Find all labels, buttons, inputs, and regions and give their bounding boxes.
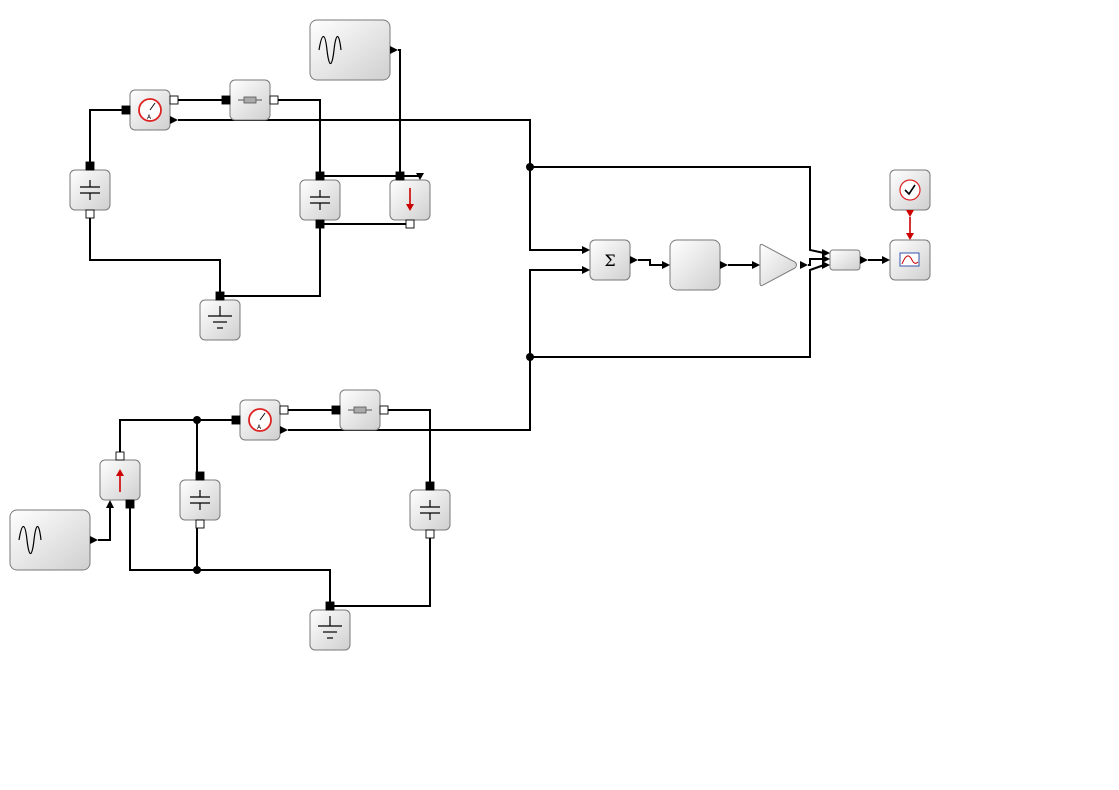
- sum-block[interactable]: Σ: [582, 239, 638, 281]
- capacitor-top-mid[interactable]: [299, 171, 341, 229]
- wire-11: [530, 264, 825, 358]
- current-sensor-top[interactable]: [389, 171, 431, 229]
- wire-7: [220, 224, 321, 297]
- junction-dot: [193, 416, 201, 424]
- current-arrow-up-icon: [116, 469, 124, 492]
- ammeter-icon: A: [248, 408, 272, 432]
- gain-block[interactable]: [752, 243, 808, 287]
- resistor-top[interactable]: [221, 79, 279, 121]
- mux-icon: [829, 249, 861, 271]
- sine-wave-icon: [18, 525, 42, 555]
- wire-23: [330, 534, 431, 607]
- gain-triangle-icon: [759, 243, 797, 287]
- ground-bottom[interactable]: [309, 601, 351, 651]
- wire-21: [129, 504, 331, 606]
- current-source-bottom[interactable]: [99, 451, 141, 509]
- junction-dot: [526, 353, 534, 361]
- capacitor-icon: [190, 490, 210, 510]
- wire-10: [288, 269, 584, 431]
- capacitor-icon: [420, 500, 440, 520]
- ground-top[interactable]: [199, 291, 241, 341]
- capacitor-icon: [310, 190, 330, 210]
- junction-dot: [526, 163, 534, 171]
- sigma-icon: Σ: [604, 251, 615, 270]
- wire-8: [178, 119, 584, 251]
- wire-9: [530, 166, 825, 254]
- sine-wave-icon: [318, 35, 342, 65]
- wire-14: [808, 258, 824, 266]
- clock-icon: [899, 179, 921, 201]
- capacitor-top-left[interactable]: [69, 161, 111, 219]
- junction-dot: [193, 566, 201, 574]
- wire-22: [196, 523, 200, 570]
- clock-block[interactable]: [889, 169, 931, 217]
- ground-icon: [318, 616, 342, 639]
- ammeter-icon: A: [138, 98, 162, 122]
- wire-1: [89, 109, 126, 166]
- wire-19: [384, 409, 431, 486]
- mux-block[interactable]: [822, 249, 868, 271]
- svg-text:A: A: [257, 424, 262, 431]
- wire-0: [398, 49, 401, 176]
- wire-6: [89, 214, 221, 296]
- sine-source-top[interactable]: [309, 19, 398, 81]
- current-arrow-down-icon: [406, 188, 414, 211]
- wire-20: [98, 504, 111, 541]
- sine-source-bottom[interactable]: [9, 509, 98, 571]
- resistor-icon: [348, 406, 372, 414]
- resistor-bottom[interactable]: [331, 389, 389, 431]
- ammeter-bottom[interactable]: A: [231, 399, 289, 441]
- ground-icon: [208, 306, 232, 329]
- wire-3: [274, 99, 321, 176]
- scope-block[interactable]: [882, 233, 931, 281]
- empty-block[interactable]: [662, 239, 728, 291]
- wires: [89, 49, 911, 607]
- capacitor-bottom-left[interactable]: [179, 471, 221, 529]
- wire-16: [119, 419, 236, 456]
- junction-dots: [193, 163, 534, 574]
- capacitor-bottom-right[interactable]: [409, 481, 451, 539]
- wire-12: [638, 259, 664, 266]
- resistor-icon: [238, 96, 262, 104]
- ammeter-top[interactable]: A: [121, 89, 179, 131]
- svg-text:A: A: [147, 114, 152, 121]
- capacitor-icon: [80, 180, 100, 200]
- scope-icon: [899, 252, 920, 267]
